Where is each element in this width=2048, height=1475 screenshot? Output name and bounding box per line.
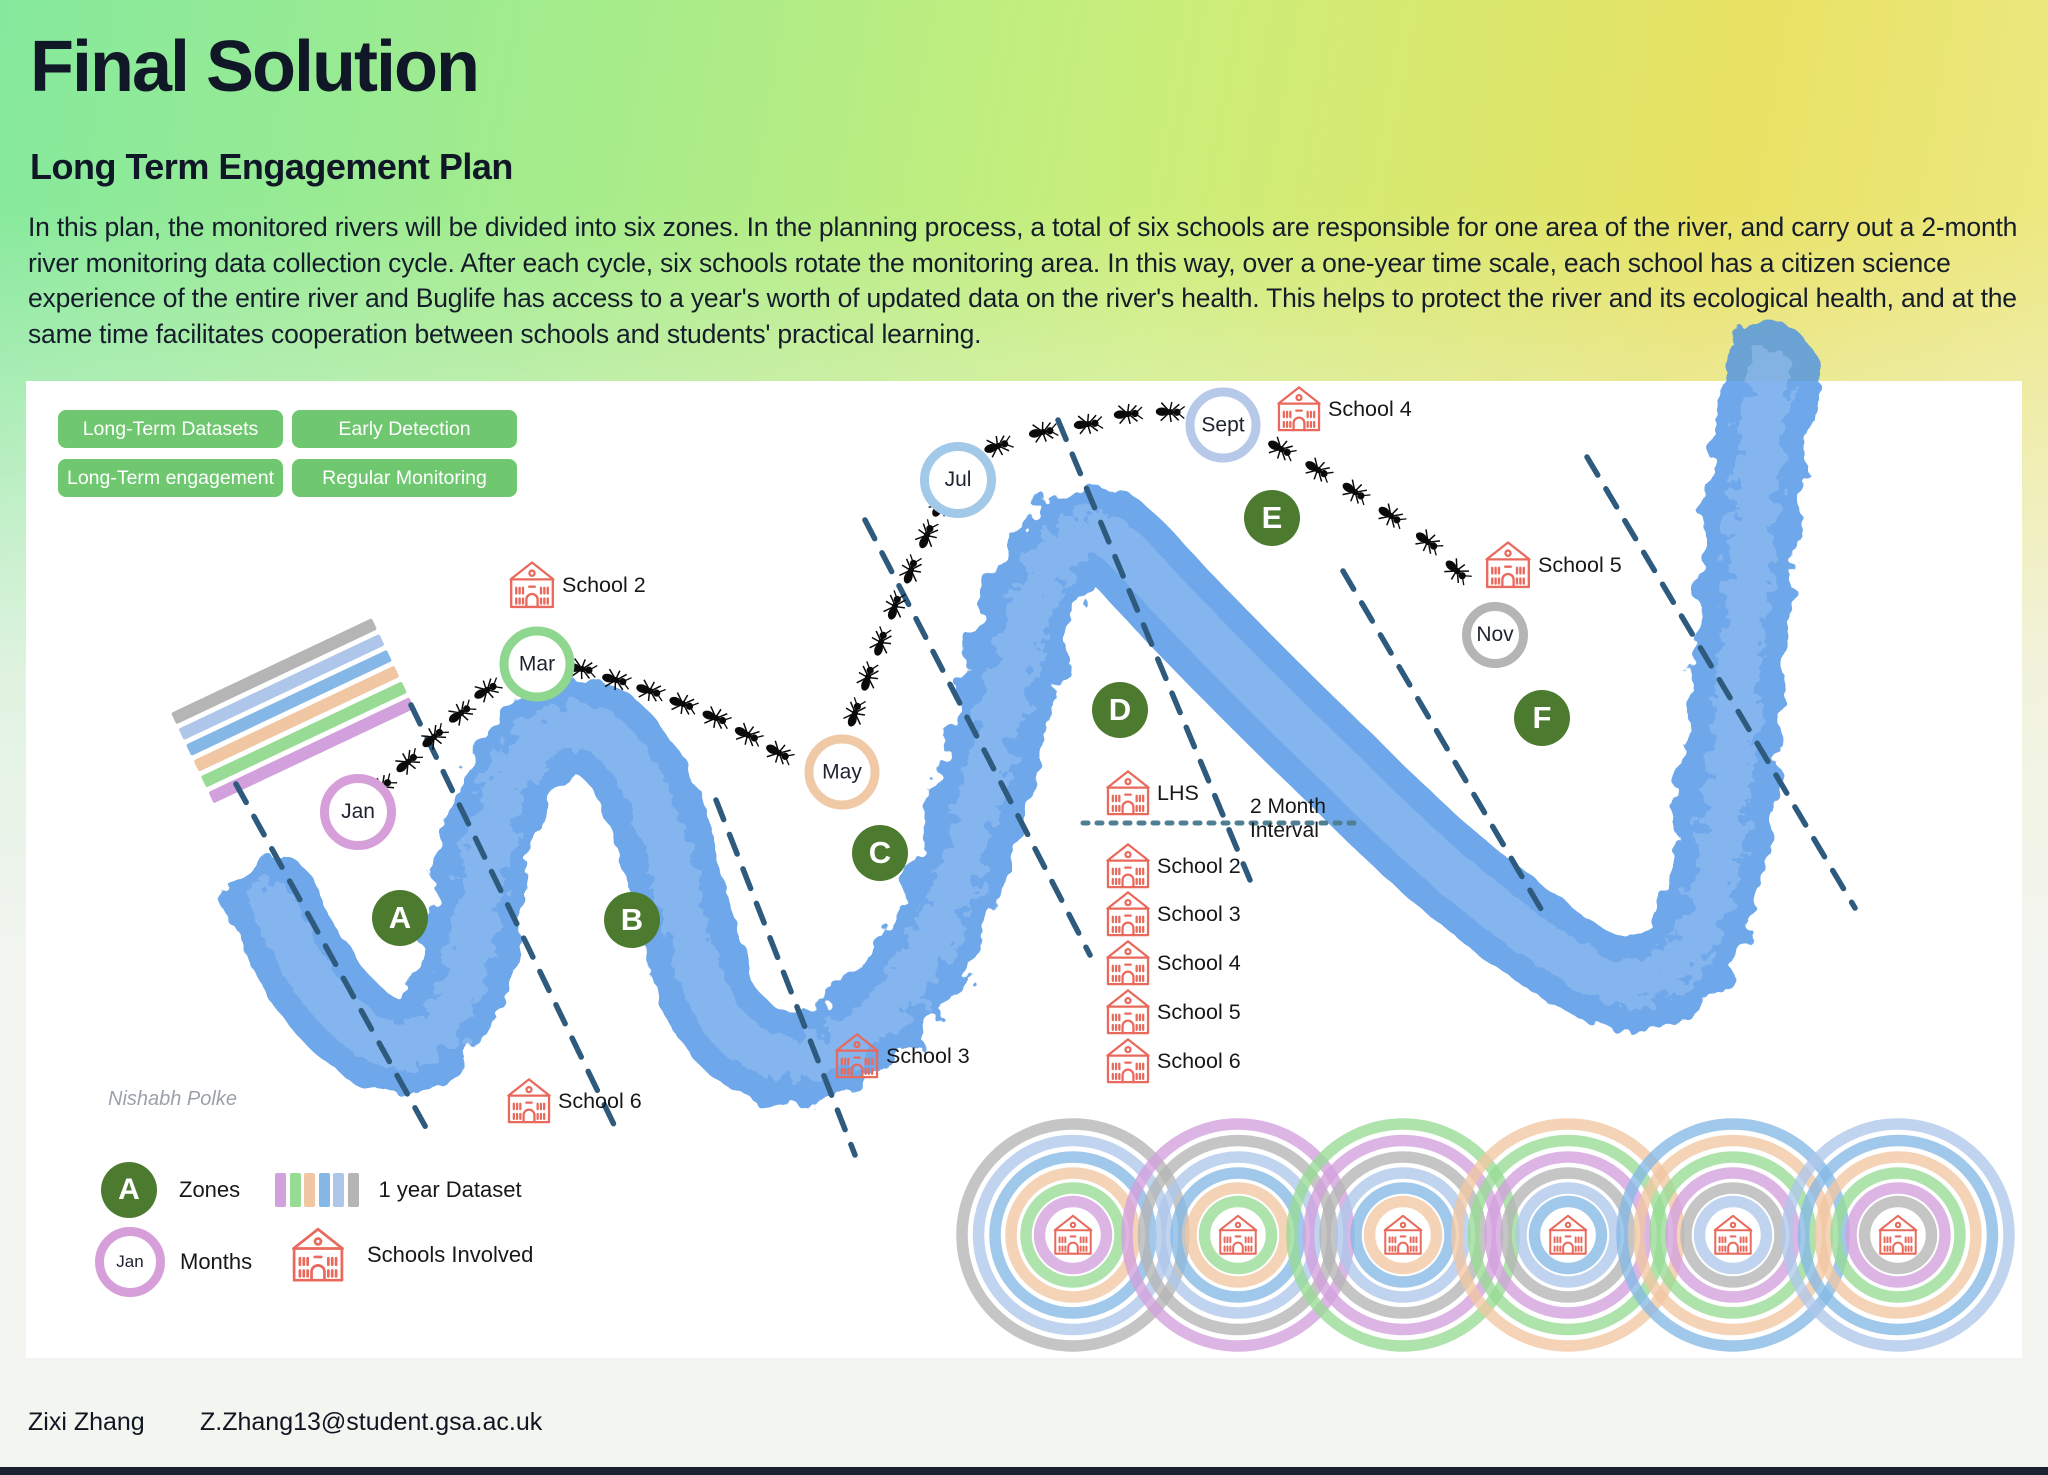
rotation-ring (1500, 1167, 1636, 1303)
rotation-ring (1484, 1151, 1652, 1319)
rotation-ring (1154, 1151, 1322, 1319)
zone-divider-line (862, 517, 1093, 958)
school-rotation-rings (1121, 1118, 1355, 1352)
rotation-ring (1632, 1134, 1834, 1336)
zone-divider-line (233, 781, 433, 1138)
rotation-ring (1467, 1134, 1669, 1336)
rotation-ring (1198, 1195, 1278, 1275)
zone-divider-lines (233, 417, 1858, 1158)
river-illustration (225, 323, 1817, 1106)
rotation-ring (1020, 1182, 1126, 1288)
ant-icon (761, 736, 798, 770)
ant-icon (468, 673, 506, 707)
rotation-ring (1781, 1118, 2015, 1352)
rotation-ring (1649, 1151, 1817, 1319)
dataset-stripe (194, 666, 399, 772)
rotation-ring (1680, 1182, 1786, 1288)
dataset-stripe (186, 650, 392, 756)
ant-icon (980, 431, 1016, 461)
zone-divider-line (1340, 568, 1551, 924)
ant-icon (895, 552, 927, 588)
school-rotation-rings (1616, 1118, 1850, 1352)
zone-divider-line (713, 797, 858, 1158)
ant-icon (853, 659, 883, 695)
school-rotation-rings (1781, 1118, 2015, 1352)
bottom-edge-strip (0, 1467, 2048, 1475)
rotation-ring (1121, 1118, 1355, 1352)
dataset-stripe (179, 634, 384, 740)
ant-icon (698, 702, 734, 734)
ant-icon (389, 744, 427, 780)
ant-icon (1026, 418, 1060, 446)
ant-icon (866, 624, 896, 660)
rotation-ring (1033, 1195, 1113, 1275)
page-title: Final Solution (30, 27, 480, 107)
ant-icon (1409, 524, 1447, 560)
rotation-ring (956, 1118, 1190, 1352)
zone-divider-line (1055, 417, 1253, 883)
rotation-ring (1170, 1167, 1306, 1303)
dataset-stripe (201, 682, 407, 787)
ant-icon (1263, 432, 1300, 466)
zone-divider-line (408, 702, 621, 1136)
ant-icon (1299, 453, 1337, 487)
school-rotation-rings (956, 1118, 1190, 1352)
ant-icon (1336, 475, 1374, 510)
rotation-ring (1335, 1167, 1471, 1303)
rotation-ring (1451, 1118, 1685, 1352)
dataset-stripe (209, 697, 414, 803)
rotation-ring (1302, 1134, 1504, 1336)
rotation-ring (1616, 1118, 1850, 1352)
rotation-ring (1665, 1167, 1801, 1303)
rotation-ring (1797, 1134, 1999, 1336)
rotation-ring (1350, 1182, 1456, 1288)
rotation-ring (1319, 1151, 1487, 1319)
dataset-stripe (171, 618, 377, 724)
ant-icon (665, 689, 701, 719)
zone-divider-line (1584, 454, 1858, 911)
rotation-ring (1528, 1195, 1608, 1275)
rotation-ring (1814, 1151, 1982, 1319)
ant-icon (632, 676, 668, 706)
year-dataset-stripes (171, 618, 414, 803)
author-email: Z.Zhang13@student.gsa.ac.uk (200, 1408, 543, 1436)
rotation-ring (1515, 1182, 1621, 1288)
rotation-ring (1363, 1195, 1443, 1275)
rotation-ring (1005, 1167, 1141, 1303)
ant-icon (1154, 400, 1186, 424)
rotation-ring (1286, 1118, 1520, 1352)
ant-icon (565, 655, 599, 683)
ant-icon (1439, 553, 1476, 589)
school-rotation-rings (1286, 1118, 1520, 1352)
rotation-ring (1845, 1182, 1951, 1288)
intro-paragraph: In this plan, the monitored rivers will … (28, 212, 2018, 349)
rotation-ring (989, 1151, 1157, 1319)
author-name: Zixi Zhang (28, 1408, 145, 1436)
ant-icon (1112, 402, 1144, 426)
ant-icon (924, 485, 958, 523)
rotation-circles (956, 1118, 2015, 1352)
rotation-ring (1693, 1195, 1773, 1275)
ant-icon (363, 769, 401, 805)
rotation-ring (1858, 1195, 1938, 1275)
rotation-ring (1185, 1182, 1291, 1288)
ant-icon (1372, 499, 1410, 534)
ant-icon (839, 695, 871, 731)
ant-icon (442, 695, 480, 731)
ant-icon (1072, 411, 1105, 437)
rotation-ring (972, 1134, 1174, 1336)
rotation-ring (1137, 1134, 1339, 1336)
page-subtitle: Long Term Engagement Plan (30, 146, 513, 187)
school-rotation-rings (1451, 1118, 1685, 1352)
ant-icon (730, 719, 767, 751)
ant-icon (880, 588, 910, 624)
ant-icon (911, 516, 943, 553)
rotation-ring (1830, 1167, 1966, 1303)
